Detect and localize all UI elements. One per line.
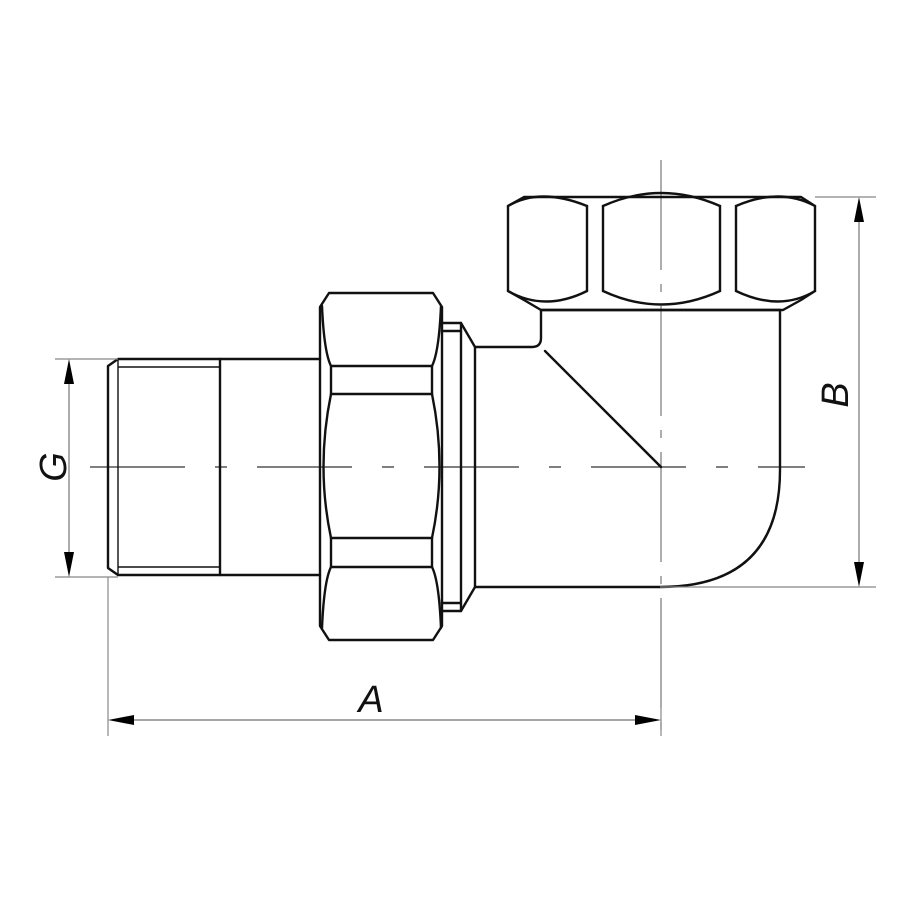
arrow-up-icon [64, 359, 74, 384]
dimension-b: B [660, 196, 876, 588]
arrow-right-icon [635, 715, 661, 725]
union-hex-nut [318, 291, 444, 642]
internal-bend-line [543, 349, 663, 469]
arrow-up-icon [854, 197, 864, 222]
pipe-body [218, 357, 322, 577]
arrow-down-icon [854, 562, 864, 587]
union-collar [440, 321, 477, 613]
dimension-a: A [107, 577, 662, 736]
dimension-label-b: B [815, 382, 857, 407]
center-lines [90, 160, 805, 740]
arrow-down-icon [64, 552, 74, 577]
dimension-g: G [33, 358, 118, 578]
elbow-body [473, 308, 782, 589]
arrow-left-icon [108, 715, 134, 725]
dimension-label-a: A [356, 679, 383, 721]
top-hex-nut [506, 191, 817, 312]
dimension-label-g: G [33, 452, 75, 482]
